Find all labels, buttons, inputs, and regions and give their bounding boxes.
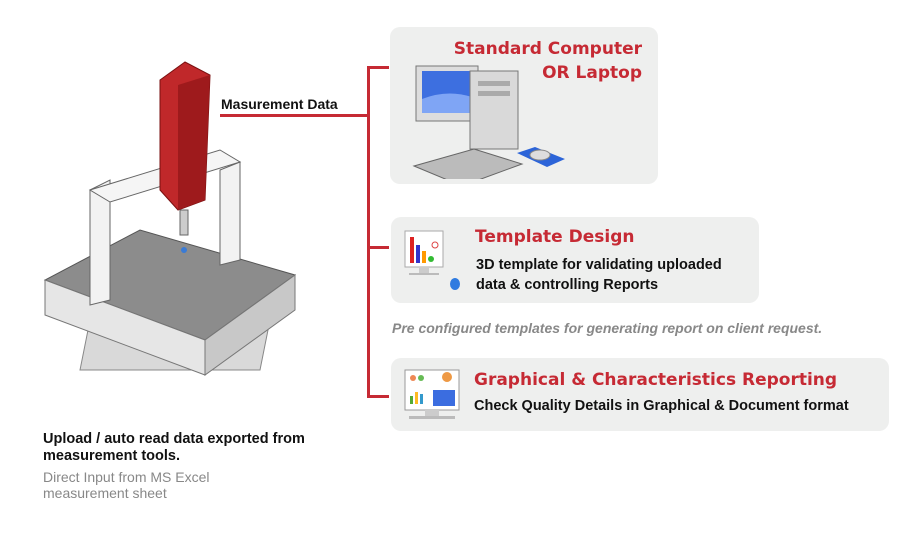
description-line: data & controlling Reports [476, 277, 659, 293]
title-line: Standard Computer [453, 39, 642, 59]
bracket-tick [367, 395, 389, 398]
card-title: Standard Computer OR Laptop [454, 37, 642, 85]
title-line: OR Laptop [542, 63, 642, 83]
computer-icon [412, 65, 565, 179]
description-line: 3D template for validating uploaded [476, 257, 722, 273]
connector-line [220, 114, 370, 117]
measurement-data-label: Masurement Data [221, 96, 338, 112]
report-monitor-icon [404, 369, 460, 419]
reporting-card: Graphical & Characteristics Reporting Ch… [391, 358, 889, 431]
template-design-card: Template Design 3D template for validati… [391, 217, 759, 303]
bracket-tick [367, 246, 389, 249]
bracket-tick [367, 66, 389, 69]
excel-input-description: Direct Input from MS Excel measurement s… [43, 469, 210, 501]
templates-note: Pre configured templates for generating … [392, 320, 823, 336]
card-description: 3D template for validating uploaded data… [476, 255, 722, 295]
card-title: Graphical & Characteristics Reporting [474, 370, 838, 390]
card-description: Check Quality Details in Graphical & Doc… [474, 398, 849, 414]
cmm-machine-illustration [43, 61, 297, 376]
computer-card: Standard Computer OR Laptop [390, 27, 658, 184]
card-title: Template Design [475, 227, 635, 247]
upload-description: Upload / auto read data exported from me… [43, 431, 305, 464]
chart-monitor-icon [404, 230, 460, 290]
bracket-line [367, 66, 370, 398]
